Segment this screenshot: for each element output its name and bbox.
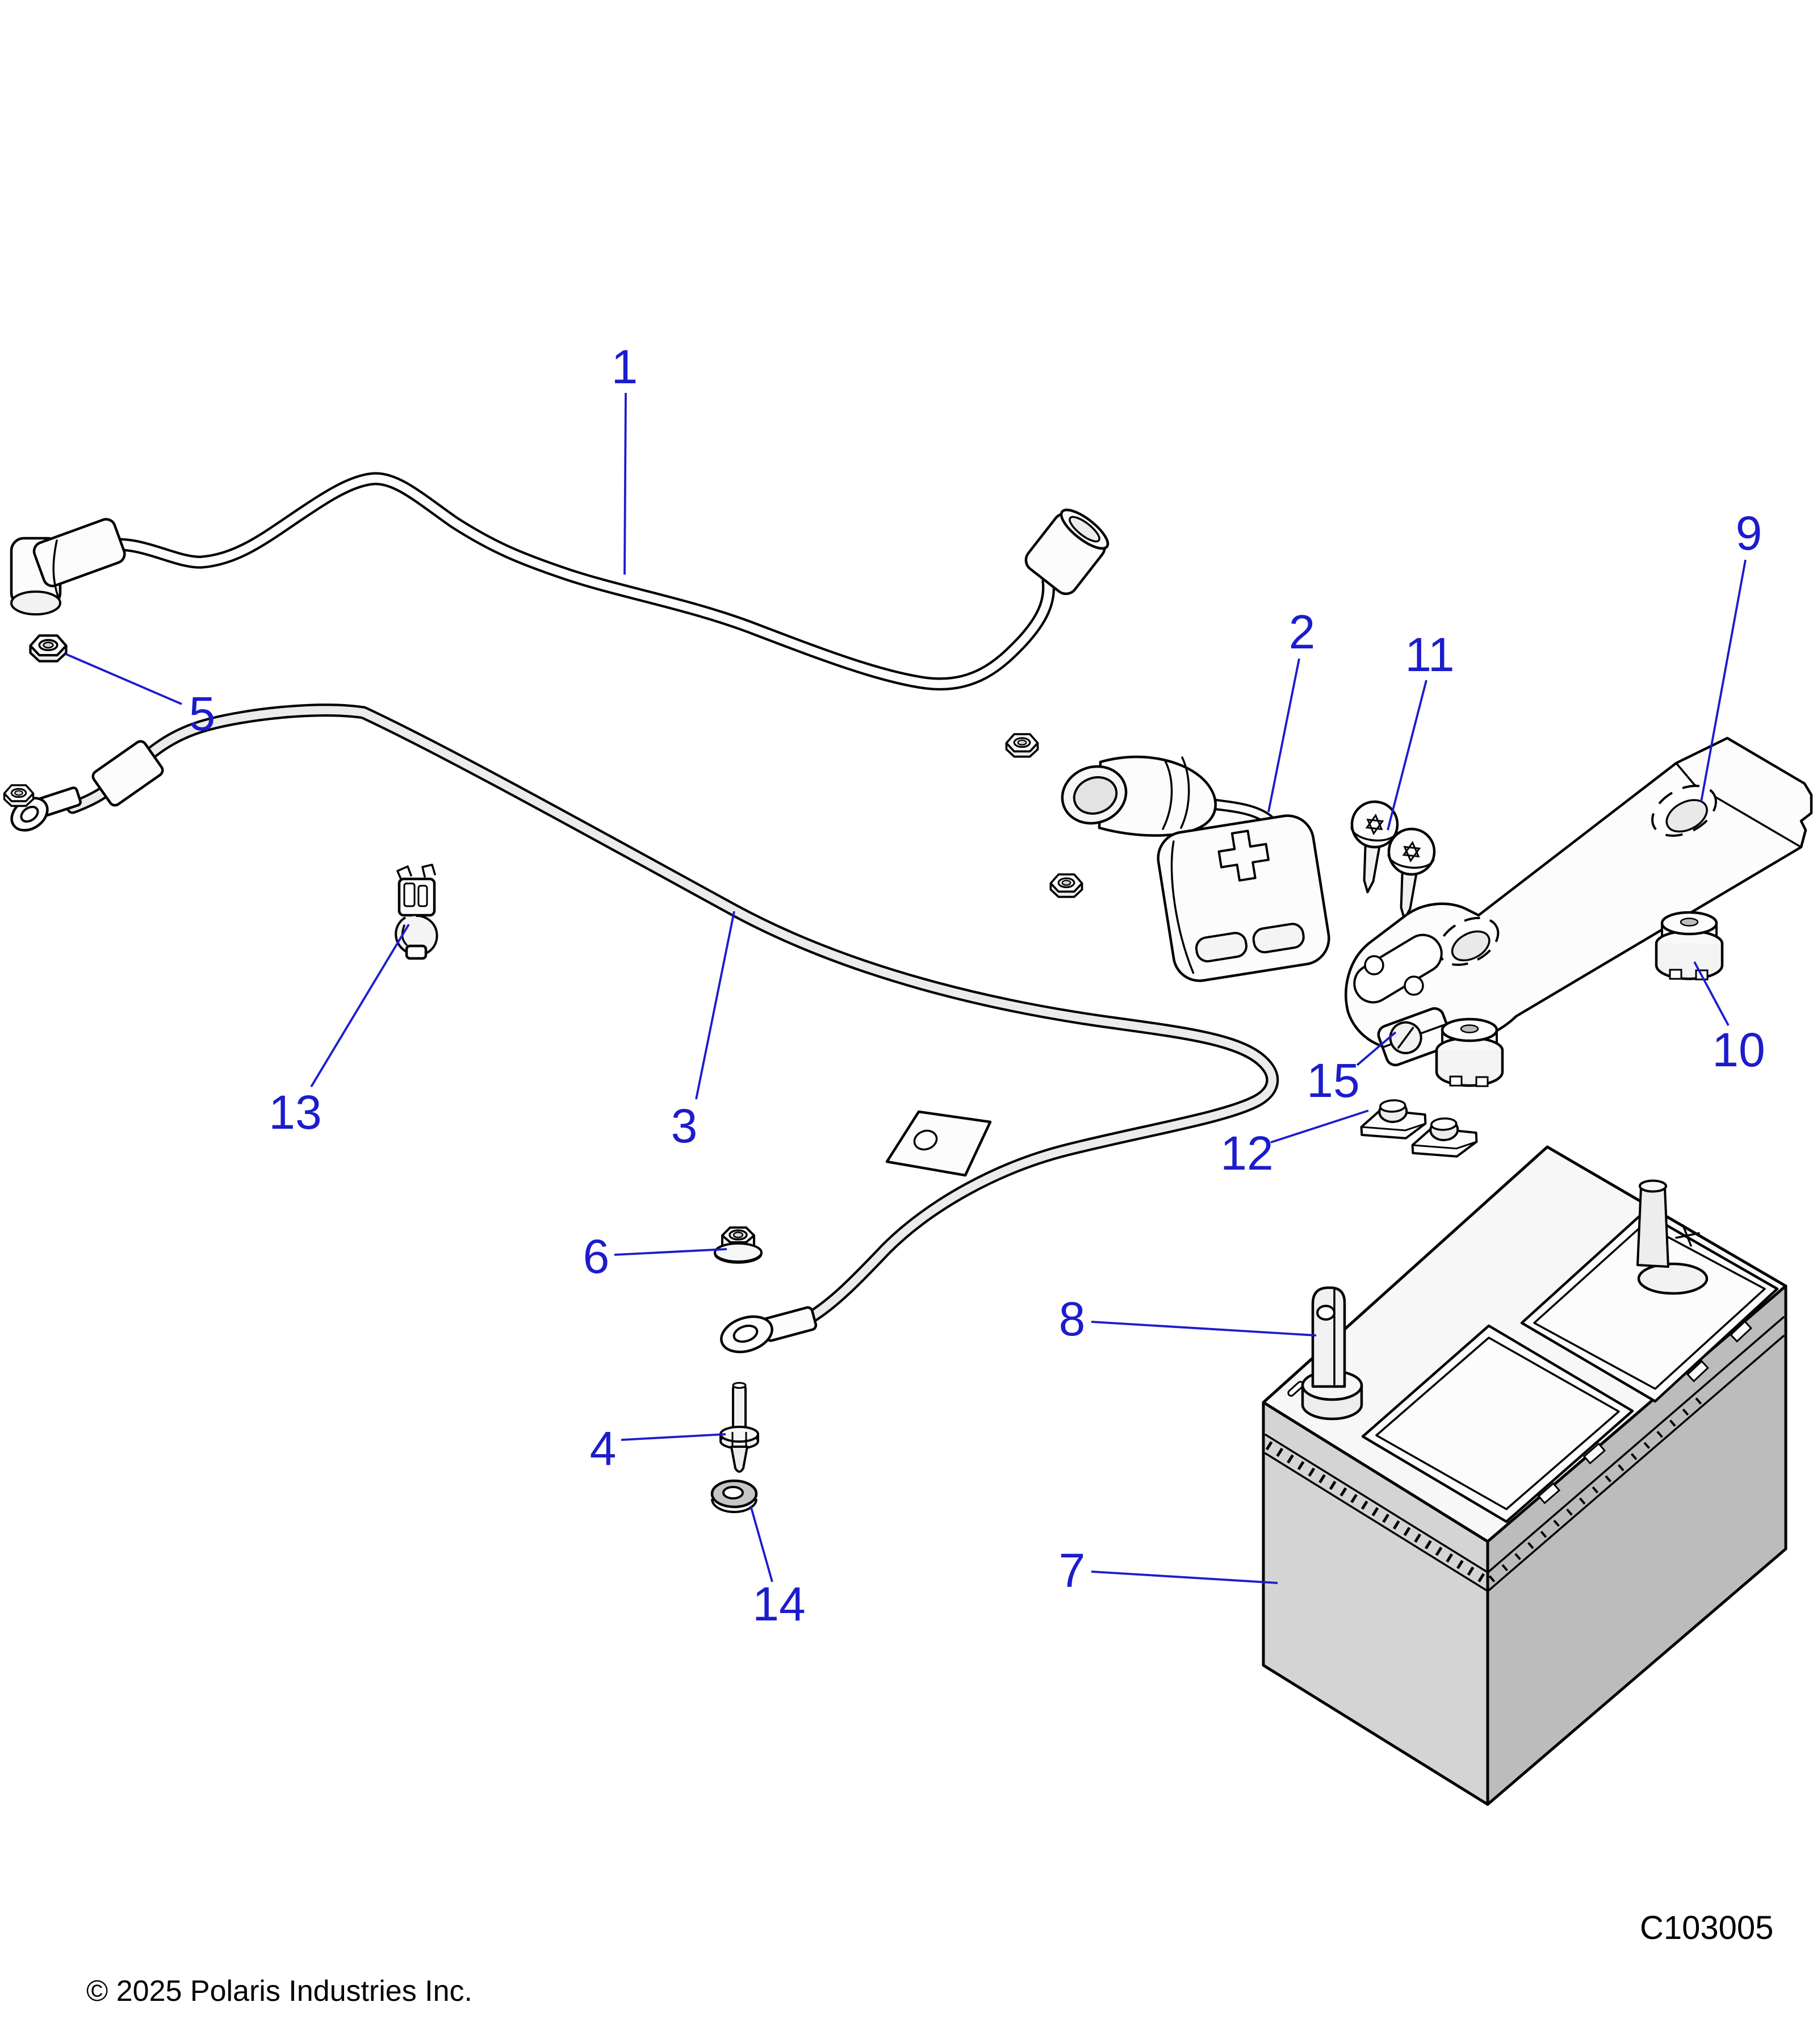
leader-line-4 <box>621 1433 726 1441</box>
flange-nut-6 <box>714 1226 763 1264</box>
bumper-10-a <box>1656 912 1722 979</box>
battery-cell-cover-rear <box>1520 1211 1779 1403</box>
leader-line-7 <box>1091 1570 1278 1584</box>
callout-6: 6 <box>583 1230 727 1283</box>
washer-14 <box>710 1479 758 1513</box>
callout-3-label: 3 <box>671 1099 698 1153</box>
callout-8: 8 <box>1059 1292 1317 1346</box>
callout-14-label: 14 <box>752 1577 805 1631</box>
clip-nut-15 <box>1377 1007 1453 1067</box>
callout-12-label: 12 <box>1220 1126 1273 1180</box>
callout-2: 2 <box>1267 605 1316 812</box>
leader-line-2 <box>1267 658 1300 812</box>
callout-14: 14 <box>750 1505 806 1631</box>
terminal-boot-right <box>1024 508 1110 596</box>
plus-mark <box>1217 830 1270 882</box>
callouts: 1 2 3 4 5 6 7 8 <box>65 340 1765 1631</box>
nut-positive-cable-a <box>1005 733 1039 758</box>
leader-line-8 <box>1091 1321 1317 1337</box>
bumper-10-b <box>1437 1019 1502 1086</box>
terminal-boot-left <box>10 518 126 615</box>
nut-5 <box>31 635 66 661</box>
cable-sleeve <box>91 740 164 807</box>
leader-line-5 <box>65 653 182 705</box>
callout-1: 1 <box>612 340 638 575</box>
figure-code: C103005 <box>1640 1909 1773 1946</box>
callout-7: 7 <box>1059 1544 1278 1597</box>
callout-15-label: 15 <box>1307 1054 1359 1107</box>
callout-13: 13 <box>269 924 410 1139</box>
callout-8-label: 8 <box>1059 1292 1086 1346</box>
leader-line-1 <box>623 392 627 575</box>
leader-line-12 <box>1270 1109 1369 1144</box>
battery-cell-cover-front <box>1361 1324 1634 1523</box>
battery-terminal-negative-8 <box>1301 1286 1363 1421</box>
negative-battery-cable <box>10 703 1279 1354</box>
hold-down-bracket-9 <box>1345 736 1813 1051</box>
harness-clip-13 <box>395 864 438 960</box>
ring-terminal-end <box>720 1306 818 1354</box>
positive-battery-cable <box>10 472 1110 691</box>
callout-6-label: 6 <box>583 1230 610 1283</box>
callout-1-label: 1 <box>612 340 638 393</box>
leader-line-13 <box>310 924 410 1087</box>
callout-3: 3 <box>671 911 735 1153</box>
callout-5: 5 <box>65 653 216 740</box>
callout-11-label: 11 <box>1405 628 1454 681</box>
cable-mount-tab <box>885 1110 992 1177</box>
nut-positive-cable-b <box>1049 873 1083 898</box>
terminal-cover-positive <box>1157 814 1330 982</box>
leader-line-9 <box>1700 559 1747 802</box>
plus-mark-top <box>1675 1224 1700 1247</box>
callout-10-label: 10 <box>1712 1023 1765 1077</box>
nut-negative-cable <box>3 784 35 807</box>
callout-5-label: 5 <box>189 687 216 740</box>
leader-line-14 <box>750 1505 773 1582</box>
leader-line-11 <box>1387 680 1427 831</box>
positive-terminal-assembly <box>1061 755 1330 982</box>
leader-line-3 <box>695 911 735 1100</box>
callout-11: 11 <box>1387 628 1455 831</box>
leader-line-6 <box>614 1248 727 1256</box>
battery-post-positive <box>1636 1179 1709 1295</box>
callout-12: 12 <box>1220 1109 1369 1180</box>
callout-9-label: 9 <box>1736 506 1762 560</box>
ring-terminal-left <box>10 786 82 832</box>
callout-9: 9 <box>1700 506 1762 802</box>
callout-10: 10 <box>1693 961 1765 1077</box>
push-rivet-4 <box>719 1382 759 1473</box>
battery-7 <box>1262 1145 1787 1806</box>
callout-13-label: 13 <box>269 1086 321 1139</box>
callout-7-label: 7 <box>1059 1544 1086 1597</box>
callout-4-label: 4 <box>590 1422 617 1475</box>
callout-15: 15 <box>1307 1031 1397 1107</box>
copyright-text: © 2025 Polaris Industries Inc. <box>86 1975 472 2008</box>
leader-line-15 <box>1356 1031 1397 1066</box>
callout-4: 4 <box>590 1422 726 1475</box>
leader-line-10 <box>1693 961 1730 1026</box>
callout-2-label: 2 <box>1289 605 1316 659</box>
clip-nuts-12 <box>1360 1099 1477 1159</box>
